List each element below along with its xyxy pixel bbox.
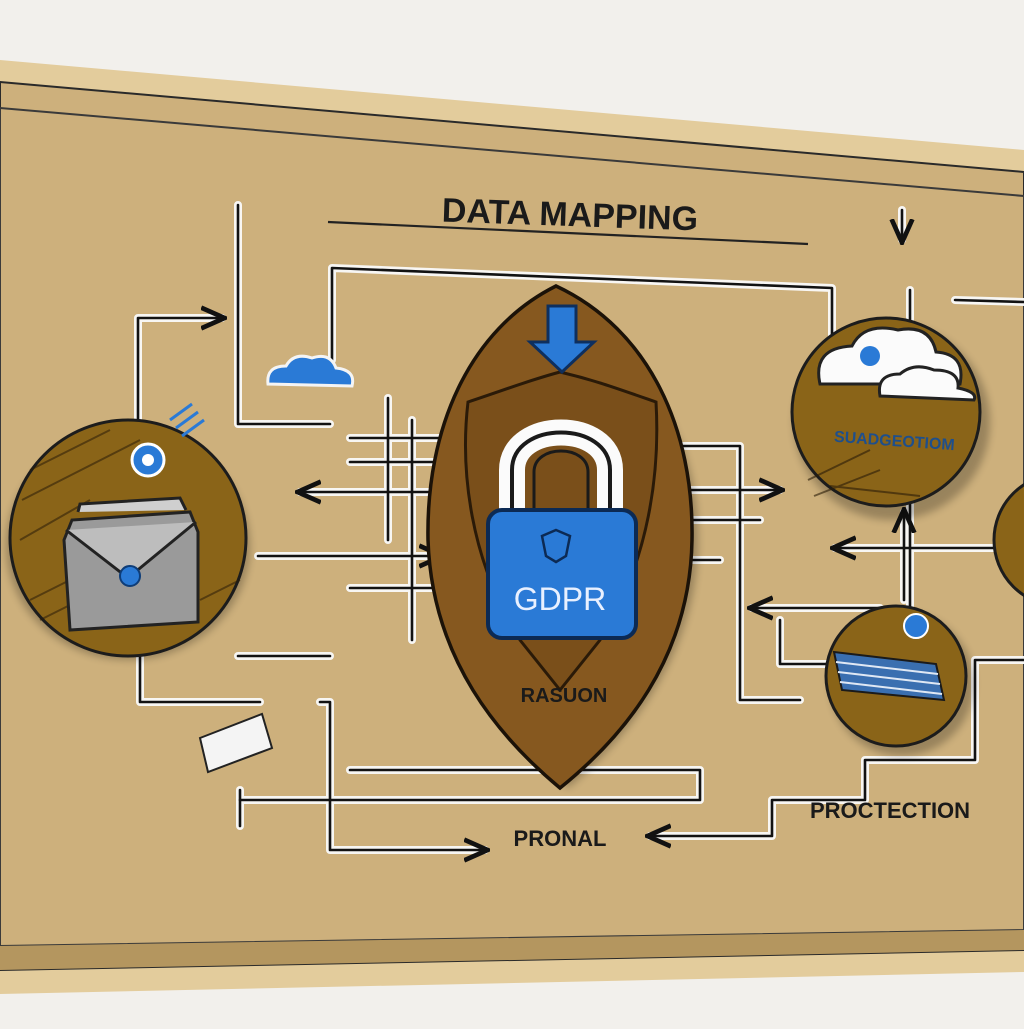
- cloud-icon: [266, 354, 355, 388]
- diagram-title: DATA MAPPING: [441, 192, 698, 239]
- padlock-icon: GDPR: [486, 419, 638, 640]
- right-edge-badge: [992, 482, 1024, 598]
- bottom-left-label: PRONAL: [514, 826, 607, 851]
- cloud-icon: [817, 326, 977, 402]
- target-icon: [903, 613, 929, 639]
- signal-icon: [169, 402, 205, 438]
- arrow-down-icon: [526, 304, 598, 375]
- right-top-badge: SUADGEOTIOM: [790, 316, 990, 520]
- gear-icon: [860, 346, 880, 366]
- left-badge: [6, 402, 250, 660]
- right-bottom-badge: [824, 604, 974, 756]
- bottom-right-label: PROCTECTION: [810, 798, 970, 823]
- shield-caption: RASUON: [521, 685, 608, 707]
- lock-label: GDPR: [514, 581, 606, 617]
- envelope-icon: [62, 496, 200, 632]
- gear-icon: [119, 565, 141, 587]
- note-paper-icon: [198, 712, 274, 774]
- paper-stack-icon: [832, 650, 946, 702]
- central-shield: GDPR RASUON: [426, 284, 699, 791]
- title-block: DATA MAPPING: [327, 192, 809, 246]
